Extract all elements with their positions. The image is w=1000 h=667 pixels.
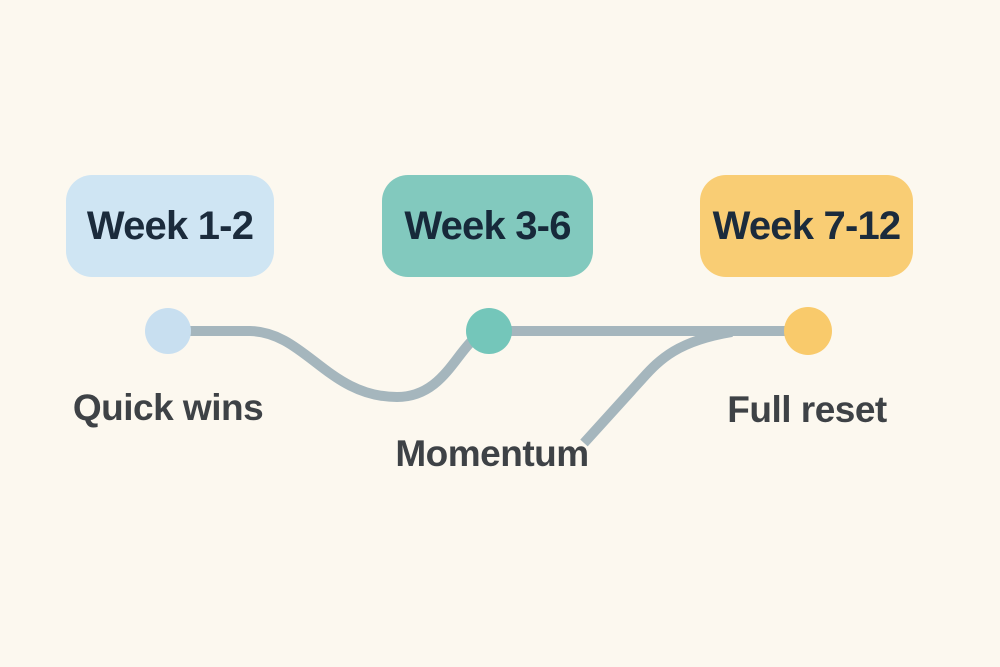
milestone-week-label: Week 7-12 xyxy=(712,203,902,248)
timeline-node-week-7-12 xyxy=(784,307,832,355)
milestone-description-momentum: Momentum xyxy=(395,433,589,474)
milestone-box-week-1-2: Week 1-2 xyxy=(66,175,274,277)
milestone-description-quick-wins: Quick wins xyxy=(72,387,264,428)
timeline-node-week-1-2 xyxy=(145,308,191,354)
milestone-week-label: Week 3-6 xyxy=(404,203,571,248)
timeline-node-week-3-6 xyxy=(466,308,512,354)
milestone-description-full-reset: Full reset xyxy=(727,389,887,430)
connector-branch-path xyxy=(580,327,733,447)
milestone-week-label: Week 1-2 xyxy=(86,203,254,248)
milestone-box-week-3-6: Week 3-6 xyxy=(382,175,593,277)
milestone-box-week-7-12: Week 7-12 xyxy=(700,175,913,277)
connector-main-path xyxy=(168,326,808,403)
